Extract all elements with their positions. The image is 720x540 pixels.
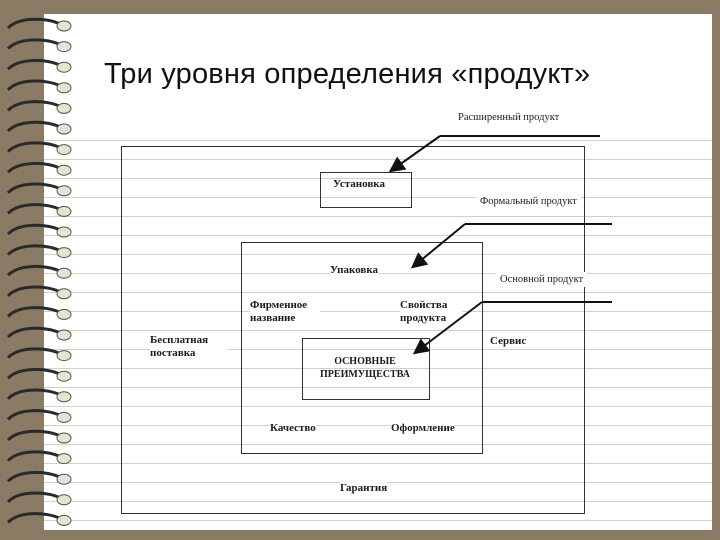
packaging-label: Упаковка [330, 264, 379, 277]
spiral-ring [6, 347, 61, 359]
spiral-hole [56, 61, 72, 73]
spiral-ring [6, 264, 61, 277]
spiral-ring [6, 17, 61, 30]
extended-arrow [388, 135, 441, 173]
spiral-ring [6, 120, 61, 133]
spiral-binding [6, 17, 72, 526]
spiral-hole [56, 370, 72, 382]
installation-label: Установка [333, 178, 385, 190]
spiral-hole [56, 144, 72, 156]
properties-label: Свойства продукта [400, 299, 462, 325]
spiral-ring [6, 203, 61, 215]
spiral-hole [56, 494, 72, 506]
spiral-hole [56, 123, 72, 135]
spiral-ring [6, 285, 61, 297]
formal-arrow [410, 223, 466, 269]
spiral-ring [6, 429, 61, 442]
spiral-hole [56, 391, 72, 403]
spiral-ring [6, 58, 61, 71]
spiral-ring [6, 512, 61, 524]
spiral-ring [6, 161, 61, 174]
brand-name-label: Фирменное название [250, 299, 320, 325]
spiral-hole [56, 329, 72, 341]
design-label: Оформление [391, 422, 455, 435]
quality-label: Качество [270, 422, 316, 435]
spiral-hole [56, 185, 72, 197]
spiral-hole [56, 514, 72, 526]
spiral-ring [6, 470, 61, 483]
spiral-hole [56, 308, 72, 320]
spiral-ring [6, 182, 61, 194]
spiral-hole [56, 102, 72, 114]
spiral-ring [6, 244, 61, 256]
spiral-hole [56, 432, 72, 444]
spiral-hole [56, 350, 72, 362]
spiral-ring [6, 79, 61, 91]
installation-box [320, 172, 412, 208]
spiral-ring [6, 38, 61, 50]
spiral-hole [56, 473, 72, 485]
spiral-hole [56, 20, 72, 32]
spiral-hole [56, 82, 72, 94]
core-benefits-label: ОСНОВНЫЕ ПРЕИМУЩЕСТВА [320, 356, 410, 380]
spiral-hole [56, 164, 72, 176]
core-product-callout: Основной продукт [496, 272, 588, 287]
warranty-label: Гарантия [340, 482, 388, 495]
spiral-hole [56, 453, 72, 465]
core-arrow [412, 301, 483, 355]
spiral-ring [6, 100, 61, 112]
spiral-hole [56, 226, 72, 238]
spiral-hole [56, 205, 72, 217]
core-product-box [302, 338, 430, 400]
spiral-ring [6, 326, 61, 339]
spiral-ring [6, 141, 61, 153]
spiral-ring [6, 450, 61, 462]
spiral-ring [6, 409, 61, 421]
formal-product-callout: Формальный продукт [476, 194, 581, 209]
formal-product-box [241, 242, 483, 454]
spiral-ring [6, 491, 61, 503]
spiral-ring [6, 306, 61, 318]
slide-title: Три уровня определения «продукт» [104, 58, 591, 90]
service-label: Сервис [490, 335, 527, 348]
spiral-hole [56, 247, 72, 259]
extended-product-box [121, 146, 585, 514]
spiral-ring [6, 223, 61, 236]
spiral-hole [56, 41, 72, 53]
spiral-ring [6, 388, 61, 400]
spiral-hole [56, 288, 72, 300]
spiral-hole [56, 267, 72, 279]
spiral-ring [6, 367, 61, 380]
free-delivery-label: Бесплатная поставка [150, 334, 228, 360]
spiral-hole [56, 411, 72, 423]
extended-product-callout: Расширенный продукт [454, 110, 564, 125]
